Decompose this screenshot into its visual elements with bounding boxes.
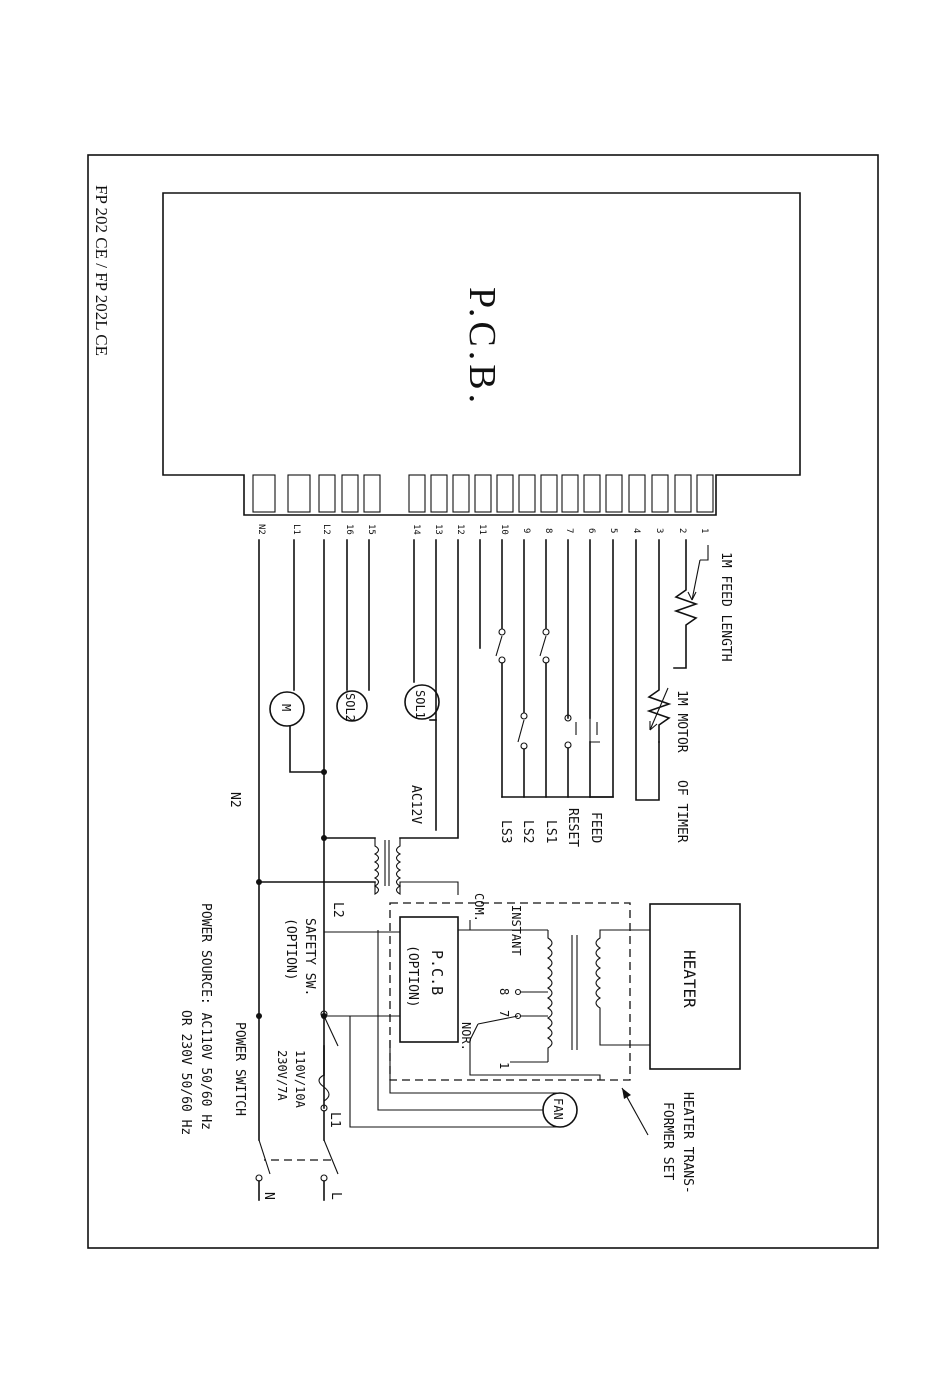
- heater-transformer-set: [389, 902, 631, 1081]
- safety-switch: [320, 1010, 339, 1047]
- pin-label-l1: L1: [291, 524, 301, 535]
- timer-potentiometer: [635, 539, 672, 801]
- l2-line-label: L2: [330, 902, 345, 918]
- reset-switch-label: RESET: [565, 808, 580, 847]
- pin-label-6: 6: [586, 528, 596, 533]
- heater-set-arrowhead: [622, 1088, 631, 1099]
- ls1-label: LS1: [543, 820, 558, 843]
- heater-label: HEATER: [680, 950, 699, 1008]
- pin-labels: 1 2 3 4 5 6 7 8 9 10 11 12 13 14 15 16 L…: [256, 524, 709, 535]
- feed-length-label: 1M FEED LENGTH: [718, 552, 733, 662]
- n2-line-label: N2: [227, 792, 242, 808]
- feed-switch-label: FEED: [588, 812, 603, 843]
- motor-label: M: [279, 704, 293, 711]
- tap-7-label: 7: [497, 1010, 511, 1017]
- pcb-option-box: [399, 916, 459, 1043]
- pin-label-12: 12: [455, 524, 465, 535]
- sol2-label: SOL2: [343, 693, 357, 722]
- timer-motor-label-2: OF TIMER: [674, 780, 689, 843]
- pin-label-3: 3: [654, 528, 664, 533]
- heater-set-label-2: FORMER SET: [660, 1102, 675, 1180]
- instant-label: INSTANT: [509, 905, 523, 956]
- line-n-label: N: [261, 1192, 276, 1200]
- power-source-line-2: OR 230V 50/60 Hz: [178, 1010, 193, 1135]
- tap-8-label: 8: [497, 988, 511, 995]
- timer-motor-label-1: 1M MOTOR: [674, 690, 689, 753]
- diagram-title: FP 202 CE / FP 202L CE: [92, 185, 111, 356]
- pin-label-11: 11: [477, 524, 487, 535]
- pin-label-5: 5: [608, 528, 618, 533]
- safety-switch-label-2: (OPTION): [283, 918, 298, 981]
- ls2-label: LS2: [520, 820, 535, 843]
- pin12-wire: [399, 539, 459, 839]
- pcb-board: [162, 192, 801, 516]
- pin-label-9: 9: [521, 528, 531, 533]
- fan-wiring: [349, 930, 578, 1128]
- sol2-wiring: [336, 539, 370, 722]
- fuse-rating-2: 230V/7A: [275, 1050, 289, 1101]
- heater-transformer: [469, 920, 650, 1080]
- pin-label-14: 14: [411, 524, 421, 535]
- ac12v-label: AC12V: [408, 785, 423, 824]
- tap-1-label: 1: [497, 1062, 511, 1069]
- pin-label-7: 7: [564, 528, 574, 533]
- pin-label-8: 8: [543, 528, 553, 533]
- pin-label-1: 1: [699, 528, 709, 533]
- safety-switch-label-1: SAFETY SW.: [302, 918, 317, 996]
- feed-length-potentiometer: [673, 539, 709, 669]
- heater-element: [649, 903, 741, 1070]
- pin-label-2: 2: [677, 528, 687, 533]
- line-l-label: L: [328, 1192, 343, 1200]
- switch-labels: FEED RESET LS1 LS2 LS3: [498, 808, 603, 847]
- heater-tap-labels: COM. INSTANT NOR. 8 7 1: [459, 893, 523, 1069]
- power-switch: [255, 1139, 339, 1201]
- ls3-label: LS3: [498, 820, 513, 843]
- pcb-connector-pins: [252, 474, 714, 513]
- pin-label-l2: L2: [321, 524, 331, 535]
- sol1-wiring: [404, 539, 440, 831]
- pcb-option-label-1: P.C.B: [428, 950, 446, 995]
- l1-label: L1: [327, 1112, 342, 1128]
- pcb-label: P.C.B.: [461, 287, 503, 407]
- pcb-option-wires: [324, 929, 470, 1017]
- pin-label-10: 10: [499, 524, 509, 535]
- pin-label-15: 15: [366, 524, 376, 535]
- com-label: COM.: [472, 893, 486, 922]
- fan-label: FAN: [551, 1098, 565, 1120]
- power-source-line-1: POWER SOURCE: AC110V 50/60 Hz: [198, 903, 213, 1130]
- motor-wiring: [269, 539, 376, 1109]
- pin-label-13: 13: [433, 524, 443, 535]
- diagram-frame: [87, 154, 879, 1249]
- heater-set-label-1: HEATER TRANS-: [680, 1092, 695, 1194]
- n2-wiring: [256, 539, 325, 1141]
- power-switch-label: POWER SWITCH: [232, 1022, 247, 1116]
- pin-label-16: 16: [344, 524, 354, 535]
- fuse: [318, 1045, 330, 1141]
- sol1-label: SOL1: [413, 690, 427, 719]
- switch-wiring: [495, 539, 614, 798]
- pin-label-n2: N2: [256, 524, 266, 535]
- pcb-option-label-2: (OPTION): [405, 945, 420, 1008]
- fuse-rating-1: 110V/10A: [293, 1050, 307, 1109]
- nor-label: NOR.: [459, 1022, 473, 1051]
- ac12v-transformer: [373, 838, 459, 895]
- pin-label-4: 4: [631, 528, 641, 533]
